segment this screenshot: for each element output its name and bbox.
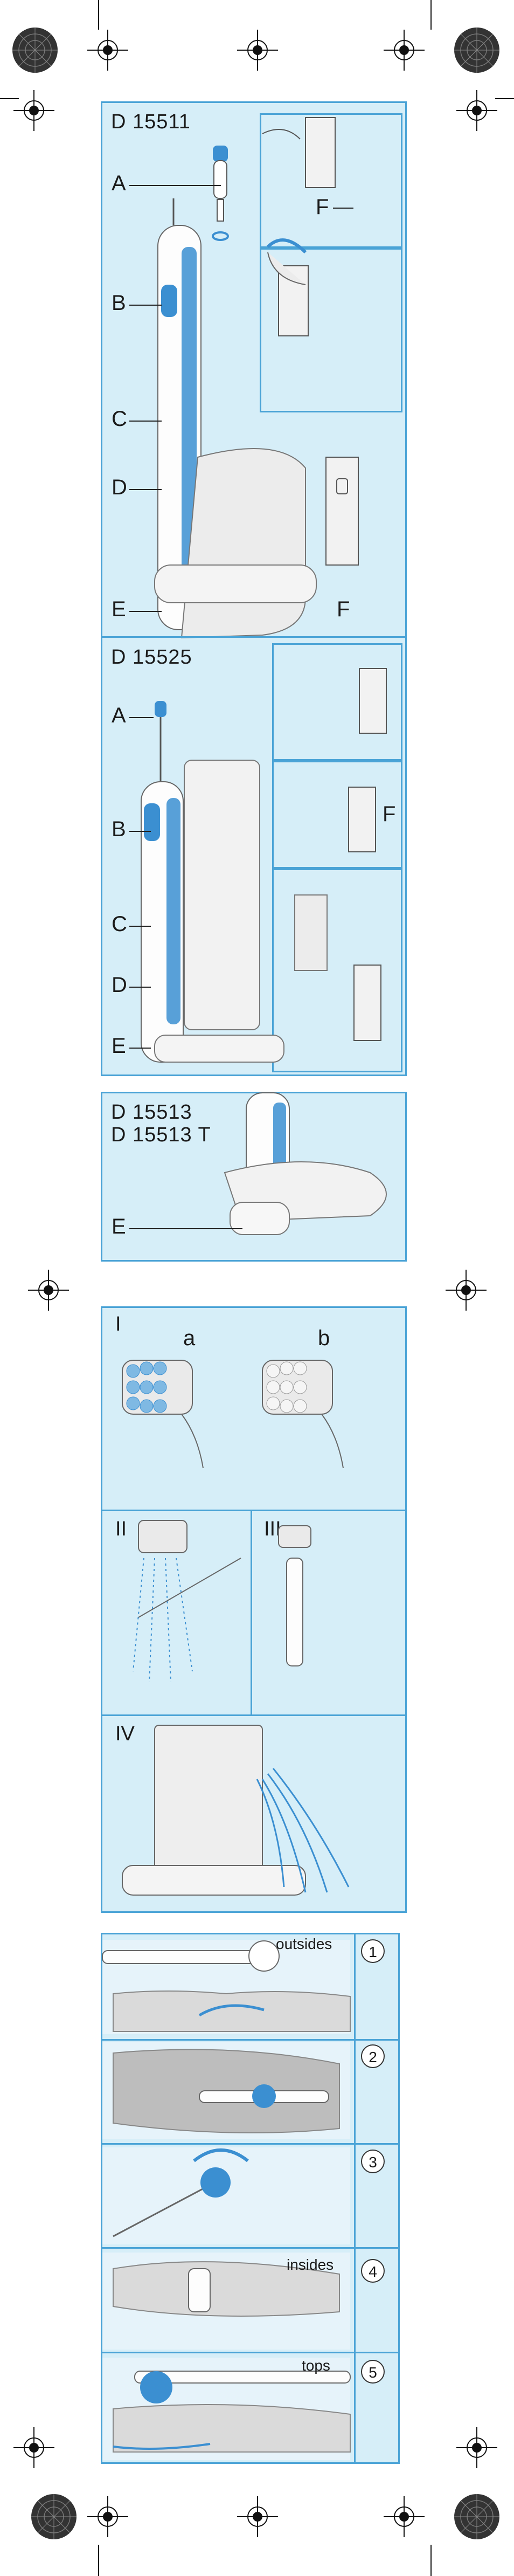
brushing-illustrations [102,1940,351,2460]
panel1-toothbrush-illustration [154,117,359,639]
step-5-number: 5 [361,2360,385,2384]
clean-charger-illustration [122,1725,350,1896]
panel2-step-holder-2 [272,761,402,869]
panel2-label-c: C [112,912,127,936]
panel2-label-a: A [112,704,126,727]
step-4-label: insides [287,2256,334,2273]
panel2-leader-d [129,987,151,988]
step-1-number: 1 [361,1939,385,1963]
panel2-leader-a [129,717,154,718]
panel1-label-d: D [112,476,127,499]
panel1-leader-e [129,611,162,612]
panel3-label-e: E [112,1215,126,1238]
brush-heads-illustration [122,1360,344,1469]
step-number-column-divider [354,1933,356,2464]
model-d15513: D 15513 [111,1101,192,1124]
panel1-leader-c [129,421,162,422]
model-d15525: D 15525 [111,646,192,669]
panel1-divider [101,636,407,638]
panel1-label-b: B [112,291,126,315]
panel1-leader-f-top [333,208,353,209]
section-iv-label: IV [115,1723,135,1745]
section-i-sub-a: a [183,1326,196,1350]
panel2-label-f: F [383,802,396,826]
model-d15513t: D 15513 T [111,1124,211,1146]
step-divider-4 [101,2352,400,2353]
step-3-number: 3 [361,2150,385,2173]
panel1-label-c: C [112,407,127,431]
panel1-leader-b [129,305,162,306]
panel2-leader-c [129,926,151,927]
section-ii-label: II [115,1518,127,1540]
section-ii-iii-bottom-divider [101,1714,407,1716]
panel3-leader-e [129,1228,242,1229]
step-divider-2 [101,2143,400,2145]
panel1-label-f-bottom: F [337,597,350,621]
step-divider-1 [101,2039,400,2041]
panel1-label-f-top: F [316,195,329,219]
step-2-number: 2 [361,2044,385,2068]
step-1-label: outsides [276,1936,332,1952]
panel2-leader-e [129,1048,151,1049]
rinse-illustrations [133,1520,311,1683]
panel2-label-e: E [112,1034,126,1058]
panel2-leader-b [129,831,151,832]
panel1-label-e: E [112,597,126,621]
step-4-number: 4 [361,2259,385,2283]
step-5-label: tops [302,2357,330,2374]
panel1-leader-d [129,489,162,490]
panel1-leader-a [129,185,221,186]
panel2-toothbrush-illustration [141,668,387,1063]
section-i-label: I [115,1313,121,1335]
step-divider-3 [101,2247,400,2249]
panel2-label-b: B [112,817,126,841]
panel2-label-d: D [112,973,127,997]
section-ii-iii-divider [251,1510,252,1714]
section-i-divider [101,1510,407,1511]
model-d15511: D 15511 [111,111,191,133]
panel1-label-a: A [112,171,126,195]
panel3-charger-illustration [224,1092,387,1235]
section-i-sub-b: b [318,1326,330,1350]
